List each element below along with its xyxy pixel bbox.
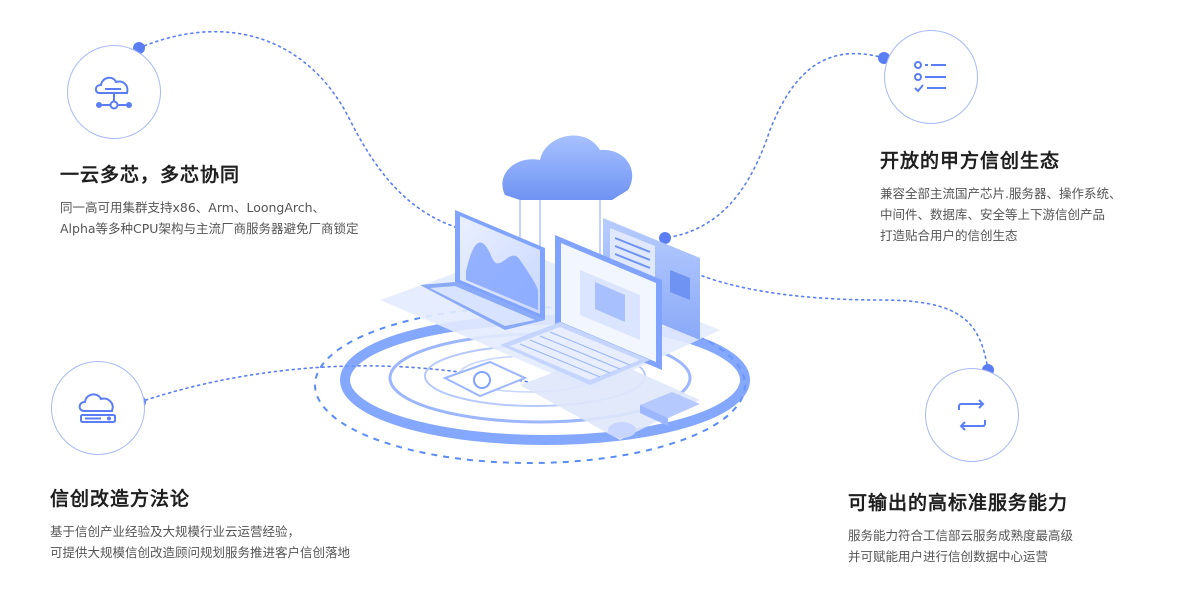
keyboard bbox=[500, 322, 650, 385]
small-device bbox=[640, 392, 700, 426]
cloud-server-icon bbox=[51, 361, 145, 455]
desc-line: 中间件、数据库、安全等上下游信创产品 bbox=[880, 207, 1106, 222]
feature-description: 服务能力符合工信部云服务成熟度最高级 并可赋能用户进行信创数据中心运营 bbox=[848, 525, 1073, 567]
desc-line: 同一高可用集群支持x86、Arm、LoongArch、 bbox=[60, 200, 326, 215]
feature-title: 信创改造方法论 bbox=[50, 488, 191, 510]
mouse bbox=[608, 422, 636, 438]
feature-service-capability: 可输出的高标准服务能力 服务能力符合工信部云服务成熟度最高级 并可赋能用户进行信… bbox=[848, 488, 1073, 567]
feature-description: 基于信创产业经验及大规模行业云运营经验， 可提供大规模信创改造顾问规划服务推进客… bbox=[50, 521, 350, 563]
feature-title: 可输出的高标准服务能力 bbox=[848, 492, 1069, 514]
feature-open-ecosystem: 开放的甲方信创生态 兼容全部主流国产芯片.服务器、操作系统、 中间件、数据库、安… bbox=[880, 146, 1121, 246]
tablet bbox=[442, 360, 528, 398]
laptop-left bbox=[420, 210, 545, 330]
feature-methodology: 信创改造方法论 基于信创产业经验及大规模行业云运营经验， 可提供大规模信创改造顾… bbox=[50, 484, 350, 563]
desc-line: 服务能力符合工信部云服务成熟度最高级 bbox=[848, 528, 1074, 543]
desc-line: 基于信创产业经验及大规模行业云运营经验， bbox=[50, 524, 301, 539]
connector-lines bbox=[138, 30, 989, 403]
desc-line: 兼容全部主流国产芯片.服务器、操作系统、 bbox=[880, 186, 1122, 201]
feature-description: 同一高可用集群支持x86、Arm、LoongArch、 Alpha等多种CPU架… bbox=[60, 197, 358, 239]
desc-line: 可提供大规模信创改造顾问规划服务推进客户信创落地 bbox=[50, 545, 351, 560]
feature-title: 一云多芯，多芯协同 bbox=[60, 164, 241, 186]
desc-line: Alpha等多种CPU架构与主流厂商服务器避免厂商锁定 bbox=[60, 221, 359, 236]
cloud-network-icon bbox=[67, 45, 161, 139]
feature-title: 开放的甲方信创生态 bbox=[880, 150, 1061, 172]
refresh-cycle-icon bbox=[925, 368, 1019, 462]
checklist-icon bbox=[884, 30, 978, 124]
feature-multi-chip: 一云多芯，多芯协同 同一高可用集群支持x86、Arm、LoongArch、 Al… bbox=[60, 160, 358, 239]
feature-description: 兼容全部主流国产芯片.服务器、操作系统、 中间件、数据库、安全等上下游信创产品 … bbox=[880, 183, 1121, 246]
desc-line: 并可赋能用户进行信创数据中心运营 bbox=[848, 549, 1049, 564]
desc-line: 打造贴合用户的信创生态 bbox=[880, 228, 1018, 243]
